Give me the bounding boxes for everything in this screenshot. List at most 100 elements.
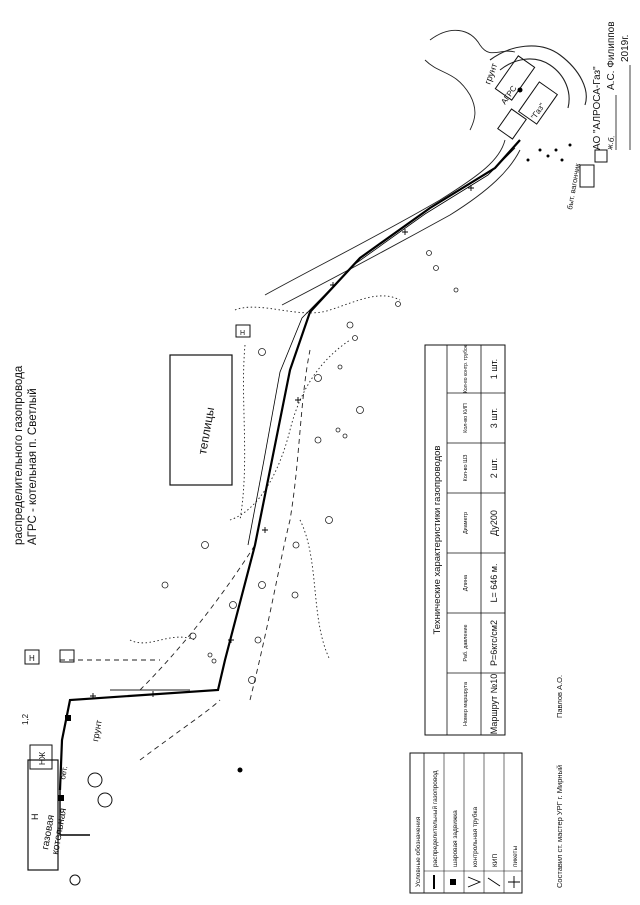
- tree-icon: [433, 265, 439, 271]
- greenhouse-label: теплицы: [195, 406, 217, 455]
- approval-year: 2019г.: [620, 35, 631, 62]
- agrs-marks: [517, 87, 572, 162]
- td-diameter: Ду200: [489, 510, 499, 536]
- tech-table-title: Технические характеристики газопроводов: [432, 446, 443, 635]
- small-building: [594, 149, 608, 163]
- agrs-building-3: [497, 108, 527, 140]
- picket-mark: [468, 185, 474, 191]
- agrs-building-2: [517, 81, 559, 125]
- grunt-top-label: грунт: [482, 62, 499, 86]
- boiler-building: [27, 759, 59, 871]
- greenhouse: теплицы: [169, 354, 233, 486]
- tube-legend-icon: [467, 876, 482, 888]
- td-length: L= 646 м.: [489, 564, 499, 603]
- dashed-boundary-3: [139, 699, 221, 761]
- trees: [161, 250, 459, 684]
- footer-author: Павлов А.О.: [555, 675, 564, 718]
- picket-mark: [295, 397, 301, 403]
- hill-contour-2: [424, 59, 476, 131]
- gaz-label: "Газ": [529, 101, 547, 121]
- legend-frame: [409, 752, 523, 894]
- tree-icon: [254, 636, 262, 644]
- valve-icon: [58, 795, 64, 801]
- pipeline-edge: [247, 147, 516, 546]
- tech-table-frame: [424, 344, 506, 736]
- th-route: Номер маршрута: [463, 681, 469, 726]
- tree-icon: [189, 632, 197, 640]
- tree-icon: [356, 406, 364, 414]
- title-line-1: распределительного газопровода: [13, 365, 25, 545]
- header-approval: АО "АЛРОСА-Газ" А.С. Филиппов 2019г.: [592, 21, 631, 150]
- footer: Составил ст. мастер УРГ г. Мирный Павлов…: [555, 675, 564, 888]
- nzh-label: НЖ: [38, 751, 47, 765]
- num-label: 1,2: [21, 713, 30, 725]
- footer-composed: Составил ст. мастер УРГ г. Мирный: [555, 765, 564, 888]
- tree-icon: [314, 436, 322, 444]
- title-line-2: АГРС - котельная п. Светлый: [27, 388, 39, 545]
- small-n-box-2: [59, 649, 75, 663]
- legend: Условные обозначения распределительный г…: [409, 752, 523, 894]
- boiler-area: Н газовая котельная НЖ Н грунт бет. 1,2: [21, 649, 243, 886]
- box-n-label: Н: [29, 654, 35, 663]
- approver-name: А.С. Филиппов: [606, 21, 617, 90]
- picket-mark: [330, 282, 336, 288]
- zhb-label: ж.б.: [605, 135, 616, 151]
- pipeline-to-boiler: [59, 790, 90, 836]
- tree-icon: [161, 581, 169, 589]
- tree-icon: [211, 658, 217, 664]
- td-pressure: Р=6кгс/см2: [489, 620, 499, 666]
- legend-item-valve: шаровая задвижка: [452, 810, 459, 867]
- gas-pipeline-main: [58, 139, 521, 791]
- hill-contour: [429, 29, 516, 54]
- point-marker: [237, 767, 243, 773]
- dashed-boundary-2: [139, 544, 256, 691]
- tree-icon: [258, 581, 266, 589]
- tree-icon: [229, 601, 237, 609]
- picket-mark: [150, 691, 156, 697]
- td-route: Маршрут №10: [489, 674, 499, 735]
- tree-icon: [207, 652, 213, 658]
- th-tubes: Кол-во контр. трубок: [463, 344, 469, 393]
- picket-mark: [262, 527, 268, 533]
- tech-table: Технические характеристики газопроводов …: [424, 344, 506, 736]
- tree-icon: [291, 591, 299, 599]
- small-n-label: Н: [240, 330, 245, 337]
- tree-icon: [258, 348, 266, 356]
- kip-box: [235, 324, 251, 338]
- agrs-building: [494, 55, 536, 101]
- road-edge-lower: [281, 149, 521, 306]
- boiler-label-1: Н: [30, 814, 40, 821]
- cross-legend-icon: [508, 876, 520, 888]
- pipeline-route: [58, 139, 521, 836]
- map-title: распределительного газопровода АГРС - ко…: [13, 365, 39, 545]
- pickets: [90, 185, 474, 699]
- legend-item-pickets: пикеты: [512, 846, 519, 867]
- tank-icon: [87, 772, 103, 788]
- tree-icon: [314, 374, 322, 382]
- well-icon: [69, 874, 81, 886]
- tree-icon: [292, 541, 300, 549]
- tree-icon: [395, 301, 401, 307]
- th-length: Длина: [463, 574, 469, 591]
- org-name: АО "АЛРОСА-Газ": [592, 66, 603, 150]
- legend-title: Условные обозначения: [414, 816, 422, 887]
- th-kip: Кол-во КИП: [463, 403, 469, 433]
- grunt-bottom-label: грунт: [90, 719, 104, 742]
- road-edge-upper: [264, 139, 506, 296]
- terrain-lines: [60, 29, 587, 761]
- kip-legend-icon: [487, 877, 501, 887]
- legend-item-pipeline: распределительный газопровод: [431, 770, 439, 867]
- nzh-box: [29, 744, 53, 770]
- small-n-box: [24, 649, 40, 665]
- tree-icon: [201, 541, 209, 549]
- bet-label: бет.: [58, 765, 69, 780]
- tree-icon: [346, 321, 354, 329]
- tree-zone-4: [299, 519, 331, 661]
- tree-icon: [352, 335, 358, 341]
- picket-mark: [228, 637, 234, 643]
- legend-item-kip: КИП: [492, 854, 499, 867]
- byt-wagon: [579, 164, 595, 188]
- dashed-boundary: [249, 349, 311, 701]
- td-tubes: 1 шт.: [489, 359, 499, 379]
- greenhouse-outline: [169, 354, 233, 486]
